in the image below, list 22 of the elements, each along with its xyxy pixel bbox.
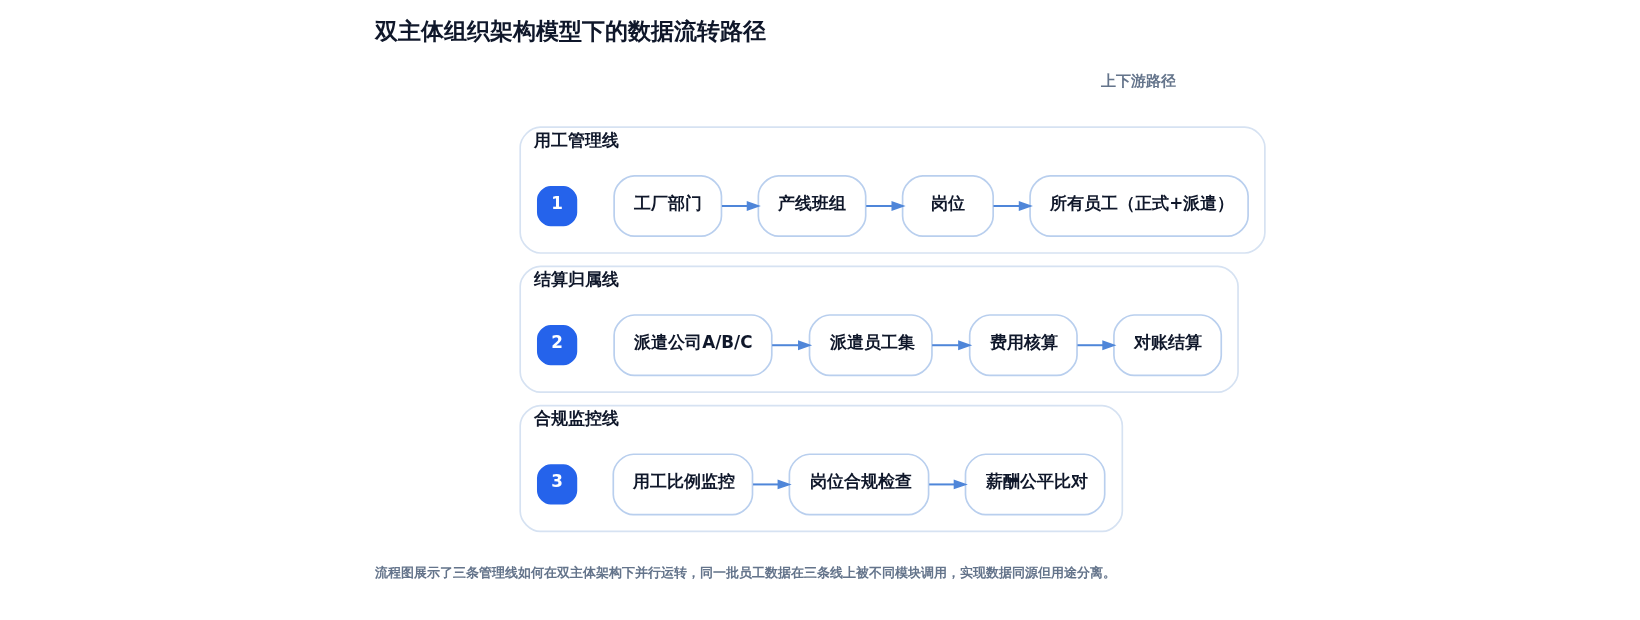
node-box: 岗位 — [901, 175, 994, 238]
diagram-title: 双主体组织架构模型下的数据流转路径 — [375, 16, 767, 45]
node-box: 派遣员工集 — [808, 314, 933, 377]
arrow — [932, 340, 973, 351]
node-box: 岗位合规检查 — [788, 453, 930, 516]
node-box: 工厂部门 — [613, 175, 723, 238]
label: 上下游路径 — [1100, 71, 1176, 90]
node-box: 所有员工（正式+派遣） — [1029, 175, 1249, 238]
node-box: 费用核算 — [968, 314, 1078, 377]
arrow — [753, 479, 792, 490]
arrow — [929, 479, 968, 490]
caption: 流程图展示了三条管理线如何在双主体架构下并行运转，同一批员工数据在三条线上被不同模块调用，实现数据同源但用途分离。 — [375, 564, 1117, 580]
node-box: 用工比例监控 — [612, 453, 754, 516]
arrow — [772, 340, 813, 351]
node-box: 对账结算 — [1113, 314, 1223, 377]
node-box: 派遣公司A/B/C — [613, 314, 773, 377]
arrow — [721, 201, 761, 211]
node-box: 薪酬公平比对 — [964, 453, 1106, 516]
arrow — [1077, 340, 1117, 351]
node-box: 产线班组 — [757, 175, 867, 238]
arrow — [866, 201, 906, 211]
arrow — [993, 201, 1033, 211]
